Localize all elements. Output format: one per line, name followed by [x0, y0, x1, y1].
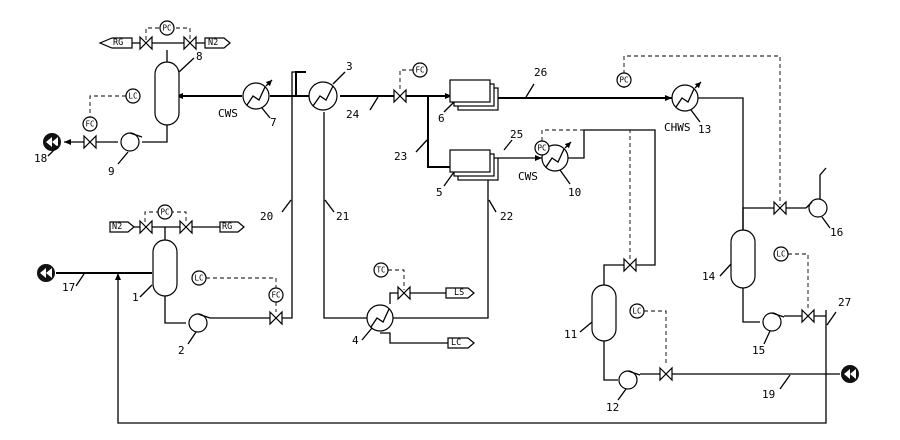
tag-n2-bottom: N2: [109, 221, 135, 233]
svg-text:PC: PC: [162, 24, 171, 33]
stream-22-label: 22: [500, 210, 513, 223]
vessel-8: [154, 61, 180, 126]
tag-ls: LS: [445, 287, 475, 299]
svg-text:PC: PC: [160, 208, 169, 217]
heat-exchanger-4: [366, 304, 394, 332]
equipment-14-label: 14: [702, 270, 716, 283]
terminal-17: [37, 264, 55, 282]
vessel-14: [730, 229, 756, 289]
heat-exchanger-7: [242, 79, 273, 110]
svg-text:LC: LC: [194, 274, 203, 283]
equipment-9-label: 9: [108, 165, 115, 178]
reactor-5: [449, 149, 499, 181]
stream-20-label: 20: [260, 210, 273, 223]
instrument-fc-line-24: FC: [399, 62, 428, 78]
tag-lc-out: LC: [447, 337, 475, 349]
equipment-5-label: 5: [436, 186, 443, 199]
label-cws-10: CWS: [518, 170, 538, 183]
instrument-lc-vessel-1: LC: [191, 270, 207, 286]
stream-24-label: 24: [346, 108, 360, 121]
instrument-fc-line-20: FC: [268, 287, 284, 303]
svg-text:N2: N2: [112, 222, 122, 232]
svg-text:PC: PC: [537, 144, 546, 153]
svg-text:FC: FC: [271, 291, 280, 300]
tag-n2-top: N2: [204, 37, 231, 49]
equipment-labels: 1 2 3 4 5 6 7 8 9 10 11 12 13: [108, 50, 843, 414]
stream-25-label: 25: [510, 128, 523, 141]
instrument-pc-exchanger-10: PC: [534, 140, 550, 156]
stream-26-label: 26: [534, 66, 547, 79]
vessel-1: [152, 239, 178, 297]
pump-2: [188, 313, 211, 333]
equipment-7-label: 7: [270, 116, 277, 129]
equipment-11-label: 11: [564, 328, 577, 341]
equipment-3-label: 3: [346, 60, 353, 73]
svg-text:RG: RG: [113, 38, 123, 48]
svg-text:LS: LS: [454, 288, 464, 298]
instrument-pc-line-26: PC: [616, 72, 632, 88]
instrument-lc-vessel-11: LC: [629, 303, 645, 319]
equipment-13-label: 13: [698, 123, 711, 136]
control-lines: [89, 27, 809, 366]
tag-rg-bottom: RG: [219, 221, 245, 233]
instrument-fc-line-18: FC: [82, 116, 98, 132]
stream-18-label: 18: [34, 152, 47, 165]
equipment-10-label: 10: [568, 186, 581, 199]
svg-text:LC: LC: [128, 92, 137, 101]
svg-text:LC: LC: [776, 250, 785, 259]
equipment-8-label: 8: [196, 50, 203, 63]
tag-rg-top: RG: [98, 37, 133, 49]
svg-text:RG: RG: [222, 222, 232, 232]
svg-text:LC: LC: [632, 307, 641, 316]
terminal-18: [43, 133, 61, 151]
svg-text:PC: PC: [619, 76, 628, 85]
stream-21-label: 21: [336, 210, 349, 223]
stream-17-label: 17: [62, 281, 75, 294]
stream-19-label: 19: [762, 388, 775, 401]
svg-text:LC: LC: [451, 338, 461, 348]
pump-15: [762, 312, 785, 332]
instrument-lc-vessel-8: LC: [125, 88, 141, 104]
svg-text:N2: N2: [208, 38, 218, 48]
terminal-19: [841, 365, 859, 383]
label-cws-7: CWS: [218, 107, 238, 120]
instrument-pc-vessel-1: PC: [157, 204, 173, 220]
control-valves: [83, 35, 815, 382]
heat-exchanger-13: [671, 81, 702, 112]
equipment-6-label: 6: [438, 112, 445, 125]
equipment-12-label: 12: [606, 401, 619, 414]
vessel-11: [591, 284, 617, 342]
stream-23-label: 23: [394, 150, 407, 163]
equipment-4-label: 4: [352, 334, 359, 347]
pump-16: [805, 198, 828, 218]
equipment-2-label: 2: [178, 344, 185, 357]
label-chws-13: CHWS: [664, 121, 691, 134]
stream-labels: 17 18 19 20 21 22 23 24 25 26 27: [34, 66, 851, 401]
equipment-15-label: 15: [752, 344, 765, 357]
instrument-tc-exchanger-4: TC: [373, 262, 389, 278]
reactor-6: [449, 79, 499, 111]
svg-text:FC: FC: [415, 66, 424, 75]
instrument-pc-vessel-8: PC: [159, 20, 175, 36]
equipment-1-label: 1: [132, 291, 139, 304]
equipment-16-label: 16: [830, 226, 843, 239]
pump-12: [618, 370, 641, 390]
stream-27-label: 27: [838, 296, 851, 309]
svg-text:FC: FC: [85, 120, 94, 129]
pump-9: [120, 132, 143, 152]
heat-exchanger-3: [308, 81, 338, 111]
svg-text:TC: TC: [376, 266, 385, 275]
instrument-lc-vessel-14: LC: [773, 246, 789, 262]
